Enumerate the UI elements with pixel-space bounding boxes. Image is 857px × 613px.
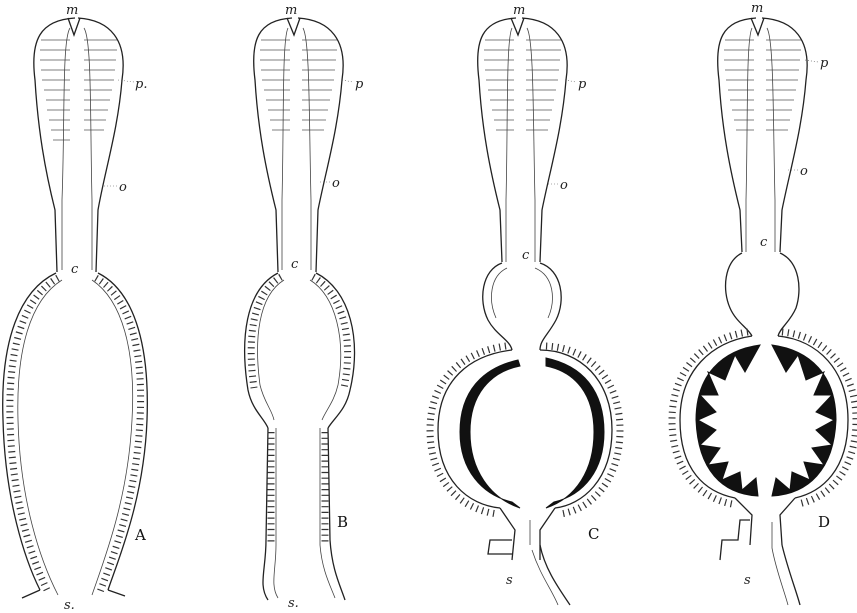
panel-a: [3, 18, 148, 598]
label-p-c: p: [578, 77, 587, 92]
label-p-a: p.: [135, 77, 147, 92]
panel-title-b: B: [337, 513, 348, 531]
label-p-b: p: [355, 77, 364, 92]
label-s-c: s: [506, 573, 513, 588]
label-c-d: c: [760, 235, 768, 250]
label-c-b: c: [291, 257, 299, 272]
panel-title-a: A: [134, 526, 146, 544]
label-c-c: c: [522, 248, 530, 263]
label-s-a: s.: [64, 598, 75, 613]
label-m-d: m: [751, 1, 763, 16]
label-o-a: o: [119, 180, 127, 195]
label-m-b: m: [285, 3, 297, 18]
label-s-b: s.: [288, 596, 299, 611]
label-o-b: o: [332, 176, 340, 191]
label-o-d: o: [800, 164, 808, 179]
label-s-d: s: [744, 573, 751, 588]
label-m-a: m: [66, 3, 78, 18]
panel-c: [430, 18, 620, 605]
panel-title-c: C: [588, 525, 599, 543]
panel-title-d: D: [818, 513, 830, 531]
label-p-d: p: [820, 56, 829, 71]
label-m-c: m: [513, 3, 525, 18]
label-o-c: o: [560, 178, 568, 193]
label-c-a: c: [71, 262, 79, 277]
